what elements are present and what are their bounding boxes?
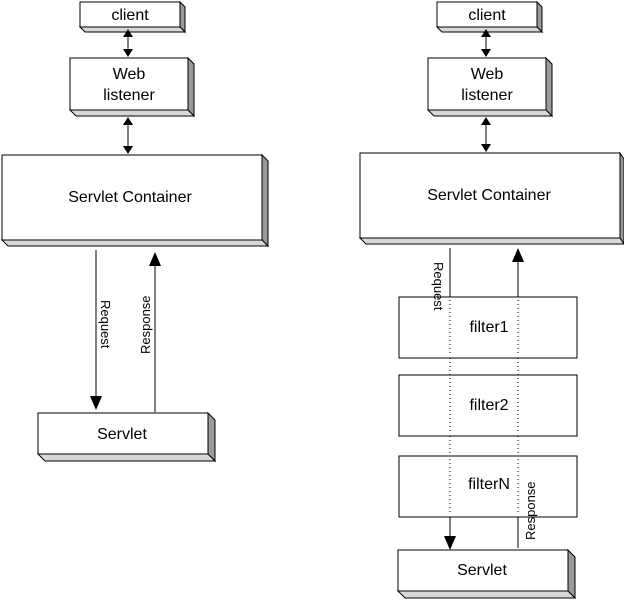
left-servlet-label: Servlet	[97, 426, 147, 443]
left-diagram: client Web listener Servlet Contai	[0, 0, 270, 463]
left-servlet-box: Servlet	[36, 411, 217, 463]
right-servlet-label: Servlet	[457, 562, 507, 579]
right-filter-1-label: filter1	[469, 319, 508, 336]
left-response-arrow: Response	[138, 252, 161, 412]
right-filter-2-label: filter2	[469, 397, 508, 414]
left-servlet-container-box: Servlet Container	[0, 153, 270, 248]
right-filter-n-box: filterN	[398, 455, 578, 518]
right-client-label: client	[468, 7, 506, 24]
right-web-listener-box: Web listener	[426, 56, 554, 118]
right-listener-container-arrow	[481, 117, 491, 152]
right-filter-n-label: filterN	[468, 476, 510, 493]
right-filter-1-box: filter1	[398, 296, 578, 359]
left-request-label: Request	[98, 300, 113, 349]
left-client-label: client	[111, 7, 149, 24]
right-diagram: client Web listener Servlet Contai	[358, 0, 624, 600]
left-web-listener-label-1: Web	[113, 66, 146, 83]
right-web-listener-label-2: listener	[461, 87, 513, 104]
right-client-listener-arrow	[481, 29, 491, 57]
right-servlet-container-box: Servlet Container	[358, 151, 624, 245]
right-filter-2-box: filter2	[398, 374, 578, 437]
left-web-listener-label-2: listener	[103, 87, 155, 104]
right-servlet-box: Servlet	[396, 548, 577, 600]
right-container-label: Servlet Container	[427, 187, 551, 204]
left-request-arrow: Request	[90, 250, 113, 410]
left-client-listener-arrow	[123, 29, 133, 57]
left-listener-container-arrow	[123, 117, 133, 154]
left-web-listener-box: Web listener	[68, 56, 196, 118]
right-client-box: client	[435, 0, 544, 34]
right-response-label: Response	[523, 481, 538, 540]
left-client-box: client	[78, 0, 187, 34]
left-container-label: Servlet Container	[68, 189, 192, 206]
right-web-listener-label-1: Web	[471, 66, 504, 83]
left-response-label: Response	[138, 295, 153, 354]
right-response-arrow: Response	[512, 248, 538, 548]
right-request-arrow: Request	[431, 248, 456, 550]
right-request-label: Request	[431, 262, 446, 311]
